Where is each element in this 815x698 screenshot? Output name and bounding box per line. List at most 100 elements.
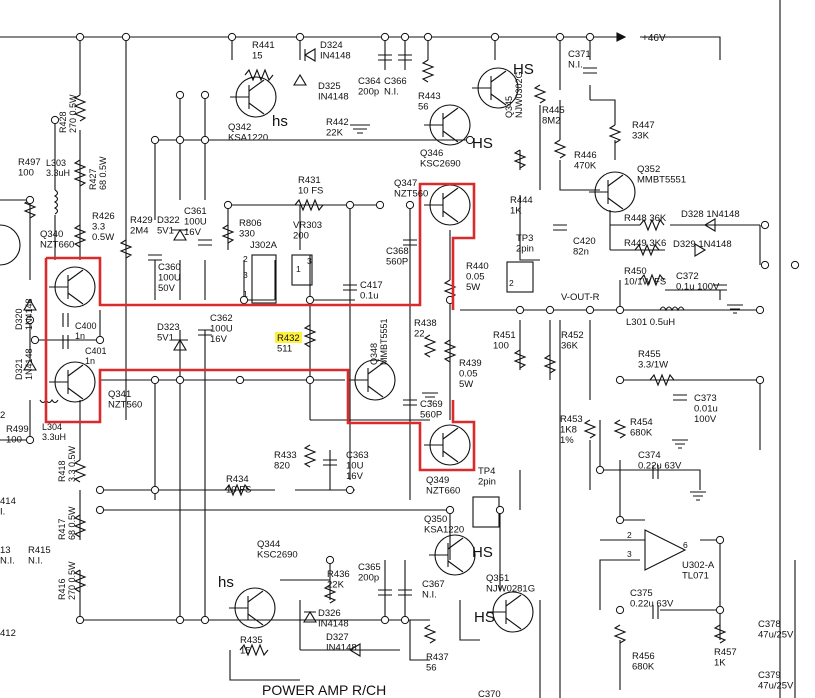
zener-d323 <box>172 338 188 351</box>
label-r418: R4183.3 0.5W <box>57 445 77 482</box>
transistor-q345 <box>472 67 519 109</box>
junction-node <box>175 615 185 625</box>
capacitor-c362 <box>198 329 212 336</box>
junction-node <box>490 32 500 42</box>
resistor-r450 <box>639 273 665 287</box>
label-q344-hs: hs <box>218 574 234 591</box>
transistor-q348 <box>349 359 396 401</box>
label-q350-hs: HS <box>472 544 493 561</box>
inductor-l304 <box>39 398 59 404</box>
transistor-q350 <box>429 534 476 576</box>
resistor-r448 <box>639 218 665 232</box>
r432-highlight-marker <box>275 332 302 343</box>
diode-d321 <box>23 358 37 371</box>
label-q351-hs: HS <box>474 609 495 626</box>
highlighted-output-path <box>44 182 476 472</box>
label-r428: R428270 0.5W <box>58 94 78 133</box>
junction-node <box>585 305 595 315</box>
junction-node <box>239 295 249 305</box>
junction-node <box>790 260 800 270</box>
junction-node <box>555 32 565 42</box>
resistor-r451 <box>513 349 527 369</box>
resistor-r453 <box>583 419 597 439</box>
resistor-r444 <box>513 149 527 169</box>
capacitor-c400 <box>62 313 69 327</box>
junction-node <box>615 375 625 385</box>
junction-node <box>760 260 770 270</box>
junction-node <box>95 485 105 495</box>
opamp-u302a <box>644 529 687 571</box>
junction-node <box>585 32 595 42</box>
label-r417: R41768 0.5W <box>57 506 77 540</box>
resistor-r418 <box>73 459 87 483</box>
ground-symbol <box>690 491 706 501</box>
junction-node <box>345 200 355 210</box>
label-q348: Q348MMBT5551 <box>369 318 389 365</box>
transistor-left-edge <box>0 224 21 266</box>
resistor-r429 <box>119 239 133 259</box>
transistor-q352 <box>589 171 636 213</box>
junction-node <box>295 32 305 42</box>
junction-node <box>515 305 525 315</box>
ground-symbol <box>350 124 370 134</box>
junction-node <box>595 465 605 475</box>
label-r412: 412 <box>0 628 16 639</box>
junction-node <box>615 305 625 315</box>
junction-node <box>200 90 210 100</box>
transistor-q344 <box>229 587 276 629</box>
diode-d329 <box>694 243 707 257</box>
resistor-r439 <box>443 339 457 363</box>
junction-node <box>423 32 433 42</box>
resistor-r452 <box>543 354 557 374</box>
resistor-r497 <box>23 199 37 219</box>
label-d320: D3201N4148 <box>14 298 34 330</box>
resistor-r445 <box>533 84 547 104</box>
junction-node <box>345 485 355 495</box>
capacitor-c420 <box>553 224 567 231</box>
junction-node <box>615 605 625 615</box>
connector-j302a <box>251 254 277 304</box>
diode-d328 <box>703 218 716 232</box>
label-r449: R449 3K6 <box>624 238 666 249</box>
resistor-r435 <box>239 643 269 657</box>
resistor-r416 <box>73 569 87 593</box>
capacitor-c364 <box>378 54 392 61</box>
junction-node <box>150 485 160 495</box>
label-q345: Q345NJW0302G <box>504 71 524 118</box>
capacitor-c365 <box>378 589 392 596</box>
junction-node <box>400 615 410 625</box>
junction-node <box>75 615 85 625</box>
